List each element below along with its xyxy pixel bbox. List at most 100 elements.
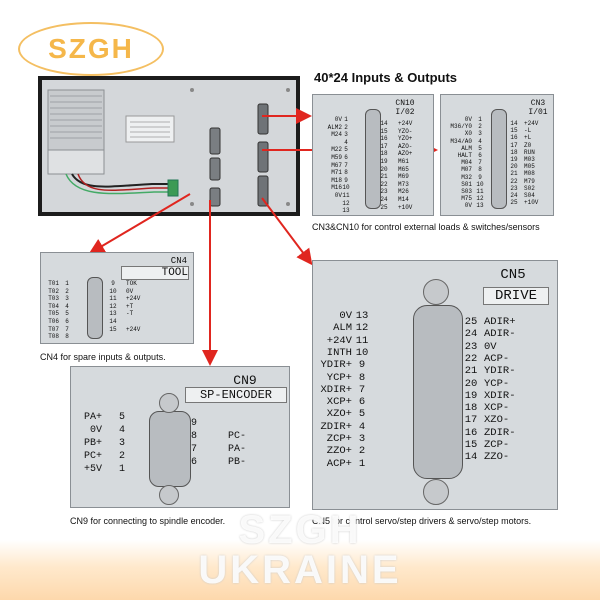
cn10-left-pin-number: 10	[342, 184, 350, 192]
cn3-left-pin-number: 3	[478, 130, 482, 138]
controller-back-panel	[38, 76, 300, 216]
cn10-left-pin-number: 5	[344, 146, 348, 154]
cn10-right-pin-number: 18	[380, 150, 388, 158]
cn3-left-label: X0	[464, 130, 472, 138]
cn4-subtitle: TOOL	[121, 266, 189, 280]
cn5-right-pin-number: 14	[464, 451, 478, 464]
cn10-right-pin-number: 24	[380, 196, 388, 203]
cn4-left-pin-number: 5	[65, 310, 69, 318]
cn9-panel: CN9 SP-ENCODER	[70, 366, 290, 508]
cn3-left-pin-number: 13	[476, 202, 484, 210]
cn9-left-pin-number: 5	[118, 412, 125, 423]
cn5-right-label: XDIR-	[484, 389, 516, 402]
cn5-right-pin-number: 19	[464, 389, 478, 402]
szgh-logo: SZGH	[18, 22, 166, 78]
cn5-right-pin-number: 16	[464, 426, 478, 439]
cn10-left-pin-number: 4	[344, 138, 348, 146]
cn5-left-label: YDIR+	[320, 359, 352, 372]
cn3-title: CN3	[530, 99, 546, 108]
cn10-right-label: AZO-	[398, 142, 413, 150]
logo-ellipse	[18, 22, 164, 76]
cn4-left-pin-number: 1	[65, 280, 69, 287]
cn10-left-pin-number: 13	[342, 207, 350, 215]
arrow-to-cn4	[88, 193, 191, 255]
cn10-left-pin-number: 11	[342, 192, 350, 199]
cn3-left-pin-number: 2	[478, 123, 482, 131]
cn5-left-pin-number: 2	[358, 445, 366, 458]
cn5-left-label: ZCP+	[326, 433, 352, 445]
footer-band	[0, 540, 600, 600]
cn9-right-pin-number: 7	[190, 444, 197, 455]
cn10-left-pin-number: 6	[344, 154, 348, 161]
cn10-left-pin-number: 12	[342, 199, 350, 207]
cn5-right-pin-number: 24	[464, 328, 478, 341]
cn5-left-pin-number: 7	[358, 383, 366, 396]
cn3-right-pin-number: 25	[510, 199, 518, 207]
cn5-right-pin-number: 21	[464, 365, 478, 378]
cn10-right-pin-number: 15	[380, 127, 388, 135]
cn10-left-pin-number: 1	[344, 116, 348, 123]
cn5-subtitle: DRIVE	[483, 287, 549, 305]
cn9-right-pin-number: 8	[190, 431, 197, 442]
cn5-left-pin-number: 11	[355, 334, 369, 347]
cn9-left-label: 0V	[89, 425, 102, 436]
cn3-right-label: +10V	[524, 199, 539, 207]
cn4-right-pin-number: 14	[109, 318, 117, 325]
cn9-left-label: PA+	[83, 412, 102, 423]
cn3-left-pin-number: 4	[478, 137, 482, 145]
cn3-right-label: M05	[524, 163, 535, 171]
cn4-right-label: +T	[126, 302, 134, 310]
cn5-screw-bottom	[423, 479, 449, 505]
cn5-right-pin-number: 18	[464, 402, 478, 415]
cn3-left-label: M32	[461, 173, 472, 181]
cn3-right-pin-number: 14	[510, 120, 518, 127]
cn5-left-pin-number: 13	[355, 310, 369, 322]
cn3-right-pin-number: 15	[510, 127, 518, 135]
cn9-left-pin-number: 3	[118, 438, 125, 449]
cn10-right-label: +10V	[398, 203, 413, 211]
cn10-left-label: 0V	[334, 192, 342, 199]
cn3-left-label: 0V	[464, 202, 472, 210]
cn5-left-pin-number: 1	[358, 457, 366, 470]
cn10-title: CN10	[395, 99, 415, 108]
cn3-left-pin-number: 9	[478, 173, 482, 181]
cn9-left-label: +5V	[83, 464, 102, 475]
cn10-right-pin-number: 19	[380, 158, 388, 165]
cn3-right-label: M08	[524, 170, 535, 178]
cn5-left-label: INTH	[326, 346, 352, 359]
cn10-right-label: M65	[398, 165, 409, 173]
cn4-left-pin-number: 2	[65, 287, 69, 295]
cn3-right-pin-number: 17	[510, 141, 518, 149]
cn10-right-label: M73	[398, 180, 409, 188]
cn9-left-pin-number: 4	[118, 425, 125, 436]
cn10-left-label: M71	[331, 169, 342, 177]
cn10-left-pin-number: 9	[344, 176, 348, 184]
cn5-right-label: XCP-	[484, 402, 510, 415]
cn5-right-pin-number: 23	[464, 340, 478, 353]
cn10-left-label: M16	[331, 184, 342, 192]
cn10-db25-shell	[365, 109, 381, 209]
cn3-subtitle: I/01	[528, 108, 548, 117]
cn9-right-label: PA-	[228, 444, 247, 455]
arrow-to-cn5	[261, 197, 313, 266]
cn5-right-label: ZCP-	[484, 439, 510, 451]
cn5-left-pin-number: 5	[358, 408, 366, 421]
cn5-right-label: ZDIR-	[484, 426, 516, 439]
cn9-caption: CN9 for connecting to spindle encoder.	[70, 516, 226, 526]
cn3-left-label: M75	[461, 195, 472, 203]
cn9-left-pin-number: 1	[118, 464, 125, 475]
cn10-right-pin-number: 16	[380, 135, 388, 143]
cn4-right-pin-number: 9	[111, 280, 115, 287]
cn4-left-pin-number: 6	[65, 318, 69, 325]
cn10-right-label: +24V	[398, 120, 413, 127]
cn5-left-label: YCP+	[326, 371, 352, 384]
cn5-left-pin-number: 8	[358, 371, 366, 384]
cn5-left-pin-number: 12	[355, 322, 369, 335]
cn5-left-pin-number: 6	[358, 396, 366, 409]
cn9-left-label: PB+	[83, 438, 102, 449]
cn9-screw-top	[159, 393, 179, 413]
cn4-left-pin-number: 3	[65, 295, 69, 303]
cn3-left-pin-number: 1	[478, 116, 482, 123]
cn5-right-label: ADIR+	[484, 316, 516, 328]
watermark-szgh: SZGH	[238, 508, 362, 552]
